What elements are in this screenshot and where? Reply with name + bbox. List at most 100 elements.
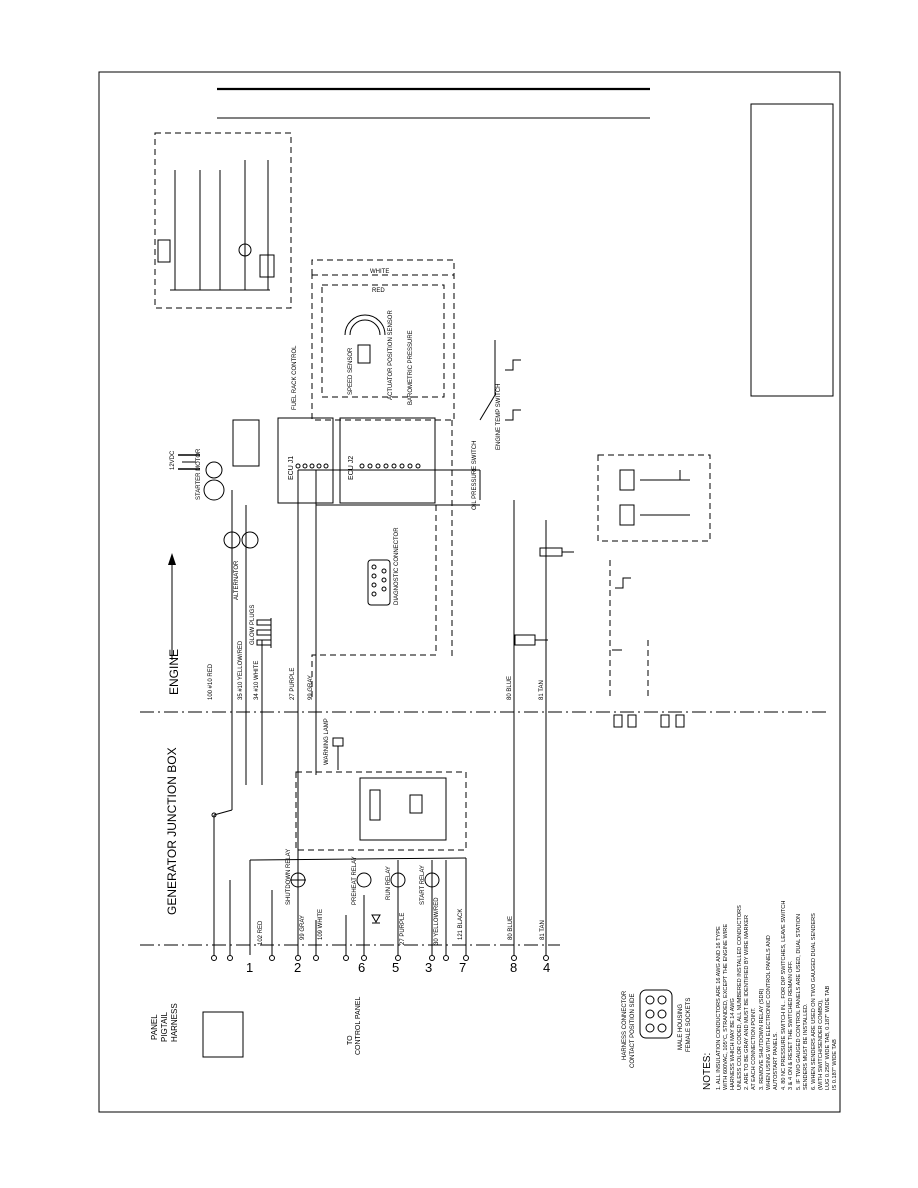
note-line-6: AT EACH CONNECTION POINT. — [751, 1007, 757, 1090]
starter-motor-symbol — [203, 461, 225, 501]
note-line-17: IS 0.187" WIDE TAB — [832, 1039, 838, 1090]
terminal-7: 7 — [459, 960, 466, 975]
eng-wire-80: 80 BLUE — [507, 676, 513, 700]
harness-subtitle: CONTACT POSITION SIDE — [630, 994, 636, 1068]
note-line-1: 1. ALL INSULATION CONDUCTORS ARE 16 AWG … — [716, 926, 722, 1090]
eng-wire-34: 34 #10 WHITE — [254, 661, 260, 700]
eng-wire-100: 100 #10 RED — [208, 663, 214, 700]
circuit-breaker — [211, 730, 233, 905]
terminal-1: 1 — [246, 960, 253, 975]
harness-male: MALE HOUSING — [678, 1004, 684, 1050]
note-line-7: 3. REMOVE SHUTDOWN RELAY (SDR) — [759, 988, 765, 1090]
ecu-inner-dashed — [321, 284, 445, 398]
page-border — [98, 71, 841, 1113]
run-relay — [390, 872, 406, 888]
terminal-6: 6 — [358, 960, 365, 975]
junction-box-label: GENERATOR JUNCTION BOX — [165, 747, 179, 915]
fuel-rack-label: FUEL RACK CONTROL — [292, 345, 298, 410]
harness-connector — [639, 989, 673, 1039]
oil-pressure-label: OIL PRESSURE SWITCH — [472, 441, 478, 510]
actuator-label: ACTUATOR POSITION SENSOR — [388, 310, 394, 400]
ecu-dashed-area — [311, 274, 455, 421]
note-line-14: 6. WHEN SENDERS ARE USED ON TWO GAUGED D… — [811, 913, 817, 1090]
wire-label-121-black: 121 BLACK — [458, 909, 464, 940]
terminal-4: 4 — [543, 960, 550, 975]
speed-sensor-label: SPEED SENSOR — [348, 347, 354, 395]
notes-title: NOTES: — [702, 1053, 713, 1090]
alternator-label: ALTERNATOR — [234, 560, 240, 600]
note-line-4: UNLESS COLOR CODED, ALL NUMBERED INSTALL… — [737, 905, 743, 1090]
glow-plugs-label: GLOW PLUGS — [250, 605, 256, 645]
oil-pressure-sensor — [514, 634, 548, 646]
engine-arrow — [168, 553, 176, 660]
note-line-10: 4. 80 NC PRESSURE SWITCH IN... FOR DIP S… — [781, 901, 787, 1090]
wire-label-99-gray: 99 GRAY — [300, 915, 306, 940]
right-terminal-stubs — [613, 714, 685, 728]
panel-harness-label-2: PIGTAIL — [160, 1011, 169, 1042]
voltage-regulator — [232, 419, 260, 467]
preheat-relay — [356, 872, 372, 888]
red-wire-label: RED — [372, 288, 385, 294]
run-relay-label: RUN RELAY — [386, 866, 392, 900]
engine-feed-wires — [231, 469, 547, 785]
wire-label-80-blue: 80 BLUE — [508, 916, 514, 940]
panel-harness-plug — [202, 1011, 244, 1058]
controller-module — [359, 777, 447, 841]
note-line-13: SENDERS MUST BE INSTALLED. — [803, 1003, 809, 1090]
eng-wire-35: 35 #10 YELLOW/RED — [238, 640, 244, 700]
note-line-3: HARNESS WHICH MAY BE 14 AWG — [730, 998, 736, 1090]
warning-lamp-label: WARNING LAMP — [324, 718, 330, 765]
notes-block: NOTES: 1. ALL INSULATION CONDUCTORS ARE … — [702, 901, 838, 1090]
wire-label-30-yellow-red: 30 YELLOW/RED — [434, 897, 440, 945]
ecu-j2 — [339, 417, 436, 504]
start-relay — [424, 872, 440, 888]
warning-lamp — [332, 737, 344, 770]
to-control-panel-2: CONTROL PANEL — [355, 997, 362, 1055]
optional-switches — [479, 340, 649, 700]
panel-harness-label-1: PANEL — [150, 1014, 159, 1040]
harness-title: HARNESS CONNECTOR — [622, 990, 628, 1060]
start-relay-label: START RELAY — [420, 865, 426, 905]
title-block — [750, 103, 834, 397]
wire-label-109-white: 109 WHITE — [318, 909, 324, 940]
to-control-panel-1: TO — [347, 1035, 354, 1045]
baro-label: BAROMETRIC PRESSURE — [408, 330, 414, 405]
eng-wire-99: 99 GRAY — [308, 675, 314, 700]
dashed-harness-routes — [311, 259, 455, 700]
shutdown-relay-label: SHUTDOWN RELAY — [286, 849, 292, 905]
eng-wire-27: 27 PURPLE — [290, 668, 296, 700]
optional-switch-box — [597, 454, 711, 542]
preheat-relay-label: PREHEAT RELAY — [352, 856, 358, 905]
note-line-12: 5. IF TWO GAUGED CONTROL PANELS ARE USED… — [796, 914, 802, 1090]
diagnostic-label: DIAGNOSTIC CONNECTOR — [394, 527, 400, 605]
harness-connector-pins — [645, 995, 667, 1033]
eng-temp-label: ENGINE TEMP SWITCH — [496, 384, 502, 450]
note-line-15: (WITH SWITCH/SENDER COMBO), — [818, 999, 824, 1090]
ecu-j2-label: ECU J2 — [348, 456, 355, 480]
wire-label-27-purple: 27 PURPLE — [400, 913, 406, 945]
diagnostic-connector — [367, 559, 391, 606]
ecu-j1 — [277, 417, 334, 504]
ecu-pins — [295, 463, 421, 469]
engine-label: ENGINE — [167, 649, 181, 695]
note-line-5: 2. ARE TO BE GRAY AND MUST BE IDENTIFIED… — [744, 915, 750, 1090]
terminal-wires — [211, 565, 549, 961]
diagnostic-pins — [371, 564, 387, 597]
terminal-5: 5 — [392, 960, 399, 975]
controller-module-area — [295, 771, 467, 851]
optional-box-contents — [619, 469, 690, 526]
enclosure-option-wires — [157, 160, 275, 291]
battery-symbol — [178, 454, 200, 470]
diode — [371, 914, 381, 924]
note-line-2: WITH 600VAC, 105°C, STRANDED, EXCEPT THE… — [723, 924, 729, 1090]
temp-sensor — [539, 547, 574, 557]
shutdown-relay — [290, 872, 306, 888]
terminal-3: 3 — [425, 960, 432, 975]
note-line-8: WHEN USING WITH ELECTRONIC CONTROL PANEL… — [766, 935, 772, 1090]
glow-plugs — [256, 618, 272, 648]
ecu-j1-label: ECU J1 — [288, 456, 295, 480]
enclosure-option-box — [154, 132, 292, 309]
panel-harness-label-3: HARNESS — [170, 1003, 179, 1042]
note-line-11: 3 & 4 ON & RESET THE SWITCHED REMAIN OFF… — [788, 960, 794, 1090]
